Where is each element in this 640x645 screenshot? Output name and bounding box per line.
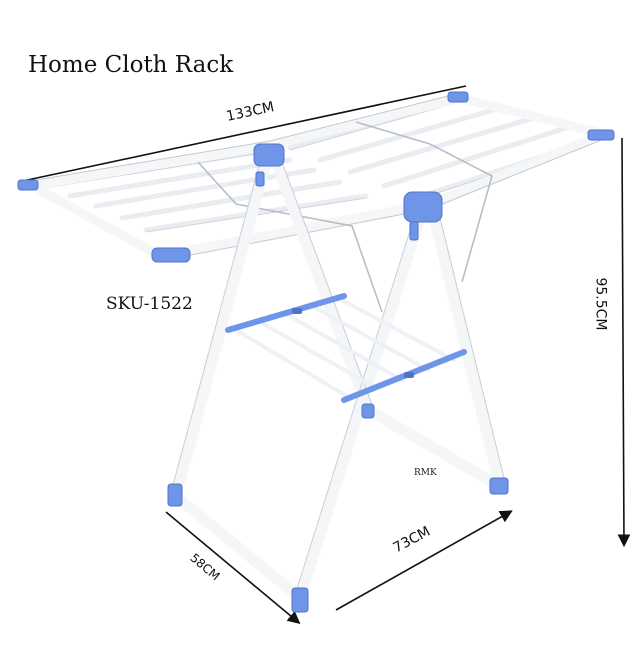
shelf-bar-back [225, 293, 347, 333]
brand-mark: RMK [414, 468, 437, 478]
back-right-cap [447, 91, 469, 103]
right-end-cap [587, 129, 615, 141]
height-label: 95.5CM [592, 277, 609, 331]
depth-dimension-line [165, 511, 301, 625]
leg-clip-left [255, 171, 265, 187]
foot-back [361, 403, 375, 419]
blue-fittings [17, 91, 615, 613]
rack-legs [170, 156, 506, 604]
right-hinge [403, 191, 443, 223]
height-dimension-line [617, 137, 631, 548]
sku-label: SKU-1522 [106, 294, 193, 314]
front-left-cap [151, 247, 191, 263]
left-end-cap [17, 179, 39, 191]
dimension-lines [17, 85, 631, 625]
lower-shelf [225, 293, 467, 403]
leg-clip-right [409, 221, 419, 241]
wing-frame-edges [29, 92, 605, 262]
wing-frame [25, 93, 609, 261]
width-dimension-line [17, 85, 467, 183]
left-hinge [253, 143, 285, 167]
foot-front [291, 587, 309, 613]
foot-left [167, 483, 183, 507]
product-title: Home Cloth Rack [28, 52, 234, 78]
rack-leg-edges [169, 161, 507, 599]
foot-right [489, 477, 509, 495]
length-dimension-line [335, 510, 513, 611]
